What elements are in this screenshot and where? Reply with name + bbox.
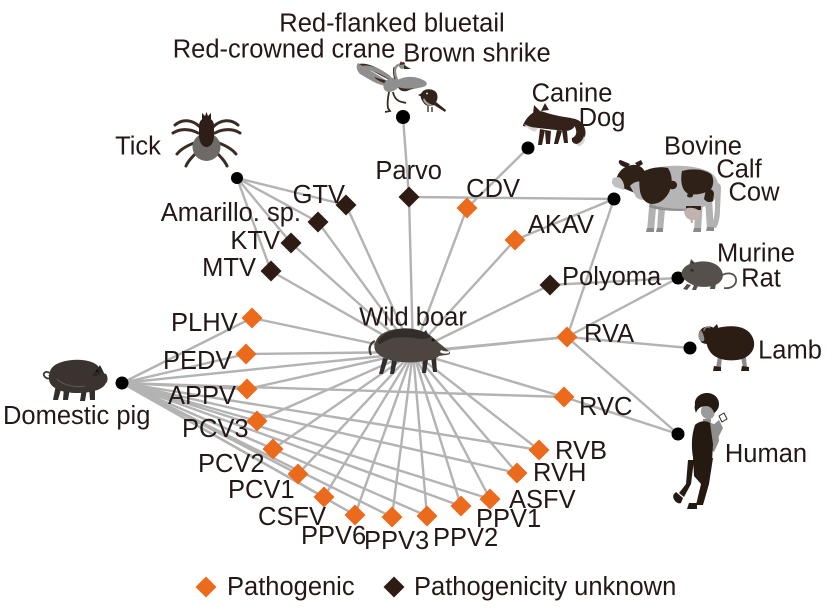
svg-text:ASFV: ASFV <box>509 486 576 514</box>
svg-text:Red-flanked bluetail: Red-flanked bluetail <box>279 10 504 38</box>
svg-text:RVC: RVC <box>579 393 632 421</box>
svg-text:PCV2: PCV2 <box>198 450 265 478</box>
svg-text:Dog: Dog <box>579 104 626 132</box>
svg-text:APPV: APPV <box>168 382 236 410</box>
svg-text:Calf: Calf <box>716 156 762 184</box>
svg-text:Cow: Cow <box>728 179 780 207</box>
svg-text:PPV2: PPV2 <box>433 524 498 552</box>
svg-text:Wild boar: Wild boar <box>359 304 467 332</box>
svg-text:PPV3: PPV3 <box>364 527 429 555</box>
svg-text:PCV3: PCV3 <box>182 415 249 443</box>
svg-text:Red-crowned crane: Red-crowned crane <box>173 36 396 64</box>
svg-text:Parvo: Parvo <box>375 157 442 185</box>
svg-text:Polyoma: Polyoma <box>562 263 662 291</box>
svg-text:PPV6: PPV6 <box>301 522 366 550</box>
svg-text:RVH: RVH <box>533 459 586 487</box>
svg-text:RVB: RVB <box>555 437 607 465</box>
svg-text:Lamb: Lamb <box>758 337 822 365</box>
svg-text:AKAV: AKAV <box>528 211 594 239</box>
svg-text:Bovine: Bovine <box>664 133 742 161</box>
svg-text:CSFV: CSFV <box>258 503 326 531</box>
svg-text:MTV: MTV <box>202 254 256 282</box>
svg-text:Murine: Murine <box>717 240 795 268</box>
svg-text:Pathogenicity unknown: Pathogenicity unknown <box>414 573 676 601</box>
svg-text:PCV1: PCV1 <box>228 476 295 504</box>
svg-text:PEDV: PEDV <box>163 347 232 375</box>
svg-text:Pathogenic: Pathogenic <box>227 573 355 601</box>
svg-text:Rat: Rat <box>741 265 781 293</box>
svg-text:KTV: KTV <box>230 227 280 255</box>
svg-text:Amarillo. sp.: Amarillo. sp. <box>161 199 301 227</box>
svg-text:Brown shrike: Brown shrike <box>403 40 550 68</box>
svg-text:Canine: Canine <box>532 80 613 108</box>
svg-text:CDV: CDV <box>466 175 520 203</box>
svg-text:Domestic pig: Domestic pig <box>3 402 150 430</box>
svg-text:RVA: RVA <box>584 320 634 348</box>
svg-text:PPV1: PPV1 <box>476 505 541 533</box>
svg-text:Tick: Tick <box>115 133 161 161</box>
svg-text:GTV: GTV <box>293 181 345 209</box>
svg-text:PLHV: PLHV <box>171 309 238 337</box>
svg-text:Human: Human <box>725 440 807 468</box>
